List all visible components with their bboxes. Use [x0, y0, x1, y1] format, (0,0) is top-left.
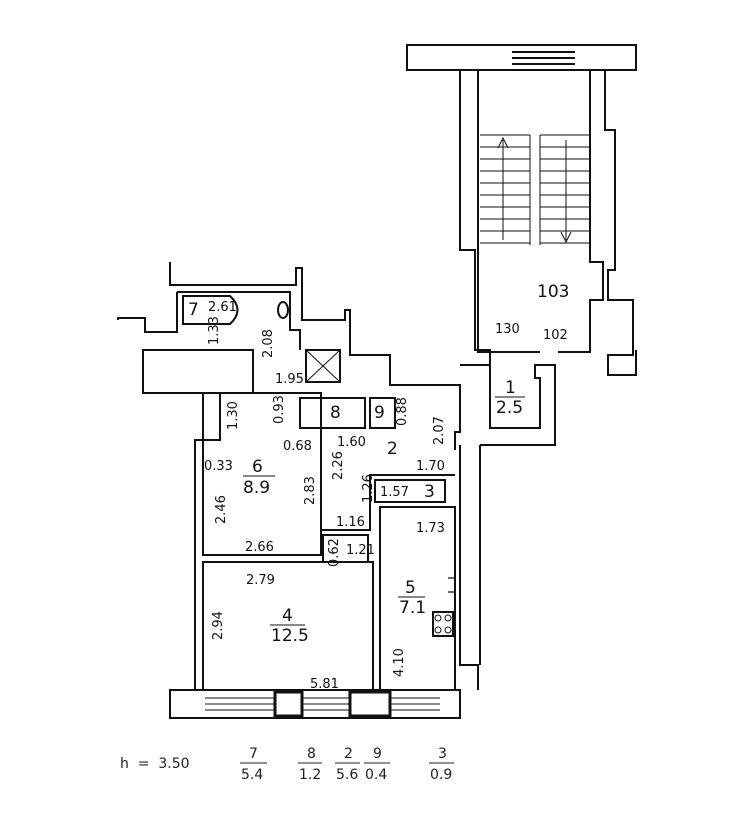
closet-9 [369, 397, 396, 429]
stair-inner-left [477, 70, 540, 353]
dim-label: 2.46 [214, 495, 229, 524]
walls [117, 44, 637, 719]
bottom-wall [169, 689, 461, 719]
bathtub-icon [182, 295, 239, 325]
area-fraction: 3 0.9 [429, 746, 454, 783]
closet-3 [374, 479, 446, 503]
room-labels: 103 130 102 1 2.5 7 8 9 2 3 6 8.9 5 7.1 … [188, 282, 569, 646]
stair-inner-right [558, 70, 604, 353]
corridor-nook [322, 534, 369, 563]
dim-label: 0.68 [283, 439, 312, 454]
room-130-label: 130 [495, 322, 520, 337]
dim-label: 0.93 [272, 395, 287, 424]
dim-label: 1.95 [275, 372, 304, 387]
bath-inner-wall [177, 291, 301, 350]
room-103-label: 103 [537, 282, 569, 302]
room-2-number: 2 [387, 439, 398, 459]
top-wall [406, 44, 637, 71]
fraction-num: 9 [373, 746, 382, 762]
fraction-den: 0.9 [430, 767, 452, 783]
bath-outer-wall [169, 262, 391, 380]
shaft [142, 349, 254, 394]
room-8-number: 8 [330, 403, 341, 423]
dim-label: 1.16 [336, 515, 365, 530]
dim-label: 1.26 [361, 474, 376, 503]
area-fraction: 8 1.2 [298, 746, 322, 783]
area-fraction: 7 5.4 [240, 746, 267, 783]
dim-label: 2.07 [432, 416, 447, 445]
room-5-number: 5 [405, 578, 416, 598]
closet-8 [299, 397, 366, 429]
shower-tray-icon [305, 349, 341, 383]
dim-label: 1.21 [346, 543, 375, 558]
window-piers [273, 690, 392, 718]
sink-icon [448, 577, 456, 593]
ceiling-height: h = 3.50 [120, 756, 190, 772]
footer-legend: h = 3.50 7 5.4 8 1.2 2 5.6 9 0.4 3 0.9 [120, 746, 454, 783]
dim-label: 2.79 [246, 573, 275, 588]
dim-label: 2.94 [211, 611, 226, 640]
dim-label: 1.60 [337, 435, 366, 450]
dim-label: 1.57 [380, 485, 409, 500]
dim-label: 0.62 [327, 538, 342, 567]
right-outer-wall [459, 445, 479, 690]
dim-label: 0.88 [395, 397, 410, 426]
fraction-den: 5.6 [336, 767, 358, 783]
dim-label: 2.66 [245, 540, 274, 555]
dim-label: 1.70 [416, 459, 445, 474]
fraction-num: 8 [307, 746, 316, 762]
dimension-labels: 2.61 1.33 2.08 1.95 0.93 1.30 0.88 2.07 … [204, 300, 447, 692]
stairs [480, 134, 590, 245]
stove-icon [432, 611, 454, 637]
fraction-num: 7 [249, 746, 258, 762]
room-4-area: 12.5 [271, 626, 309, 646]
room-6-number: 6 [252, 457, 263, 477]
hall-2-walls [320, 428, 455, 531]
dim-label: 1.73 [416, 521, 445, 536]
dim-label: 4.10 [392, 648, 407, 677]
left-stub-wall [117, 292, 178, 333]
left-outer-wall [194, 393, 221, 690]
room-102-label: 102 [543, 328, 568, 343]
dim-label: 2.61 [208, 300, 237, 315]
area-fraction: 2 5.6 [335, 746, 360, 783]
dim-label: 2.08 [261, 329, 276, 358]
stair-outer-right [604, 70, 637, 376]
dim-label: 0.33 [204, 459, 233, 474]
toilet-icon [277, 301, 289, 319]
room-7-number: 7 [188, 300, 199, 320]
room-1-area: 2.5 [496, 398, 523, 418]
area-fraction: 9 0.4 [364, 746, 390, 783]
room-1-number: 1 [505, 378, 516, 398]
room-3-number: 3 [424, 482, 435, 502]
hall-right-wall [389, 380, 461, 450]
fraction-den: 5.4 [241, 767, 263, 783]
dim-label: 2.26 [331, 451, 346, 480]
room-9-number: 9 [374, 403, 385, 423]
vestibule-wall [460, 364, 556, 446]
room-5-area: 7.1 [399, 598, 426, 618]
fraction-num: 3 [438, 746, 447, 762]
fraction-den: 0.4 [365, 767, 387, 783]
fraction-num: 2 [344, 746, 353, 762]
top-window [512, 51, 575, 65]
dim-label: 2.83 [303, 476, 318, 505]
room-6-area: 8.9 [243, 478, 270, 498]
fraction-den: 1.2 [299, 767, 321, 783]
dim-label: 1.30 [226, 401, 241, 430]
dim-label: 1.33 [207, 316, 222, 345]
room-4-number: 4 [282, 606, 293, 626]
bottom-windows [205, 697, 440, 711]
dim-label: 5.81 [310, 677, 339, 692]
stair-left-wall [459, 70, 491, 365]
